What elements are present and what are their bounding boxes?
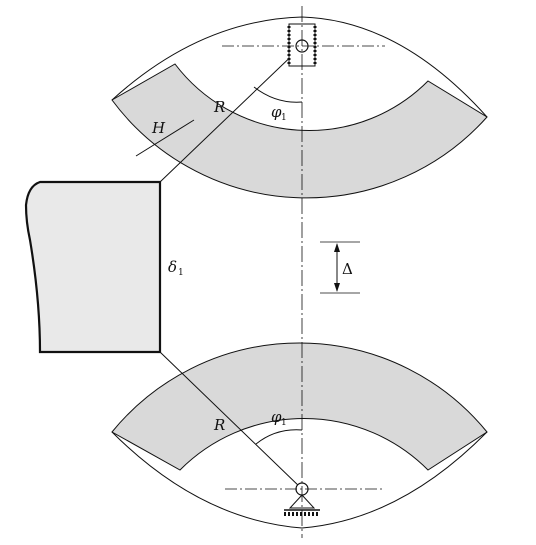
top-roll-h-line-upper [135,119,195,157]
top-roll [111,16,488,199]
label-slab-thickness-sub: 1 [178,268,184,278]
bottom-roll-shaded-sector [111,342,488,471]
label-radius-top: R [213,98,225,116]
top-roll-radius-line [159,45,303,183]
bottom-roll-outer-profile [111,431,488,529]
label-angle-bottom: φ [271,408,282,426]
top-roll-angle-arc [253,86,303,103]
label-angle-top-sub: 1 [281,113,287,123]
bottom-roll-radius-line [159,351,303,490]
label-angle-top: φ [271,103,282,121]
label-slab-thickness: δ [168,258,177,276]
bottom-roll [111,342,488,529]
label-gap: Δ [342,260,353,278]
label-radius-bottom: R [213,416,225,434]
gap-dimension [320,241,360,294]
bottom-roll-angle-arc [255,429,303,445]
top-roll-shaded-sector [111,63,488,199]
workpiece-slab [24,180,162,354]
label-thickness-h: H [151,119,166,137]
label-angle-bottom-sub: 1 [281,418,287,428]
